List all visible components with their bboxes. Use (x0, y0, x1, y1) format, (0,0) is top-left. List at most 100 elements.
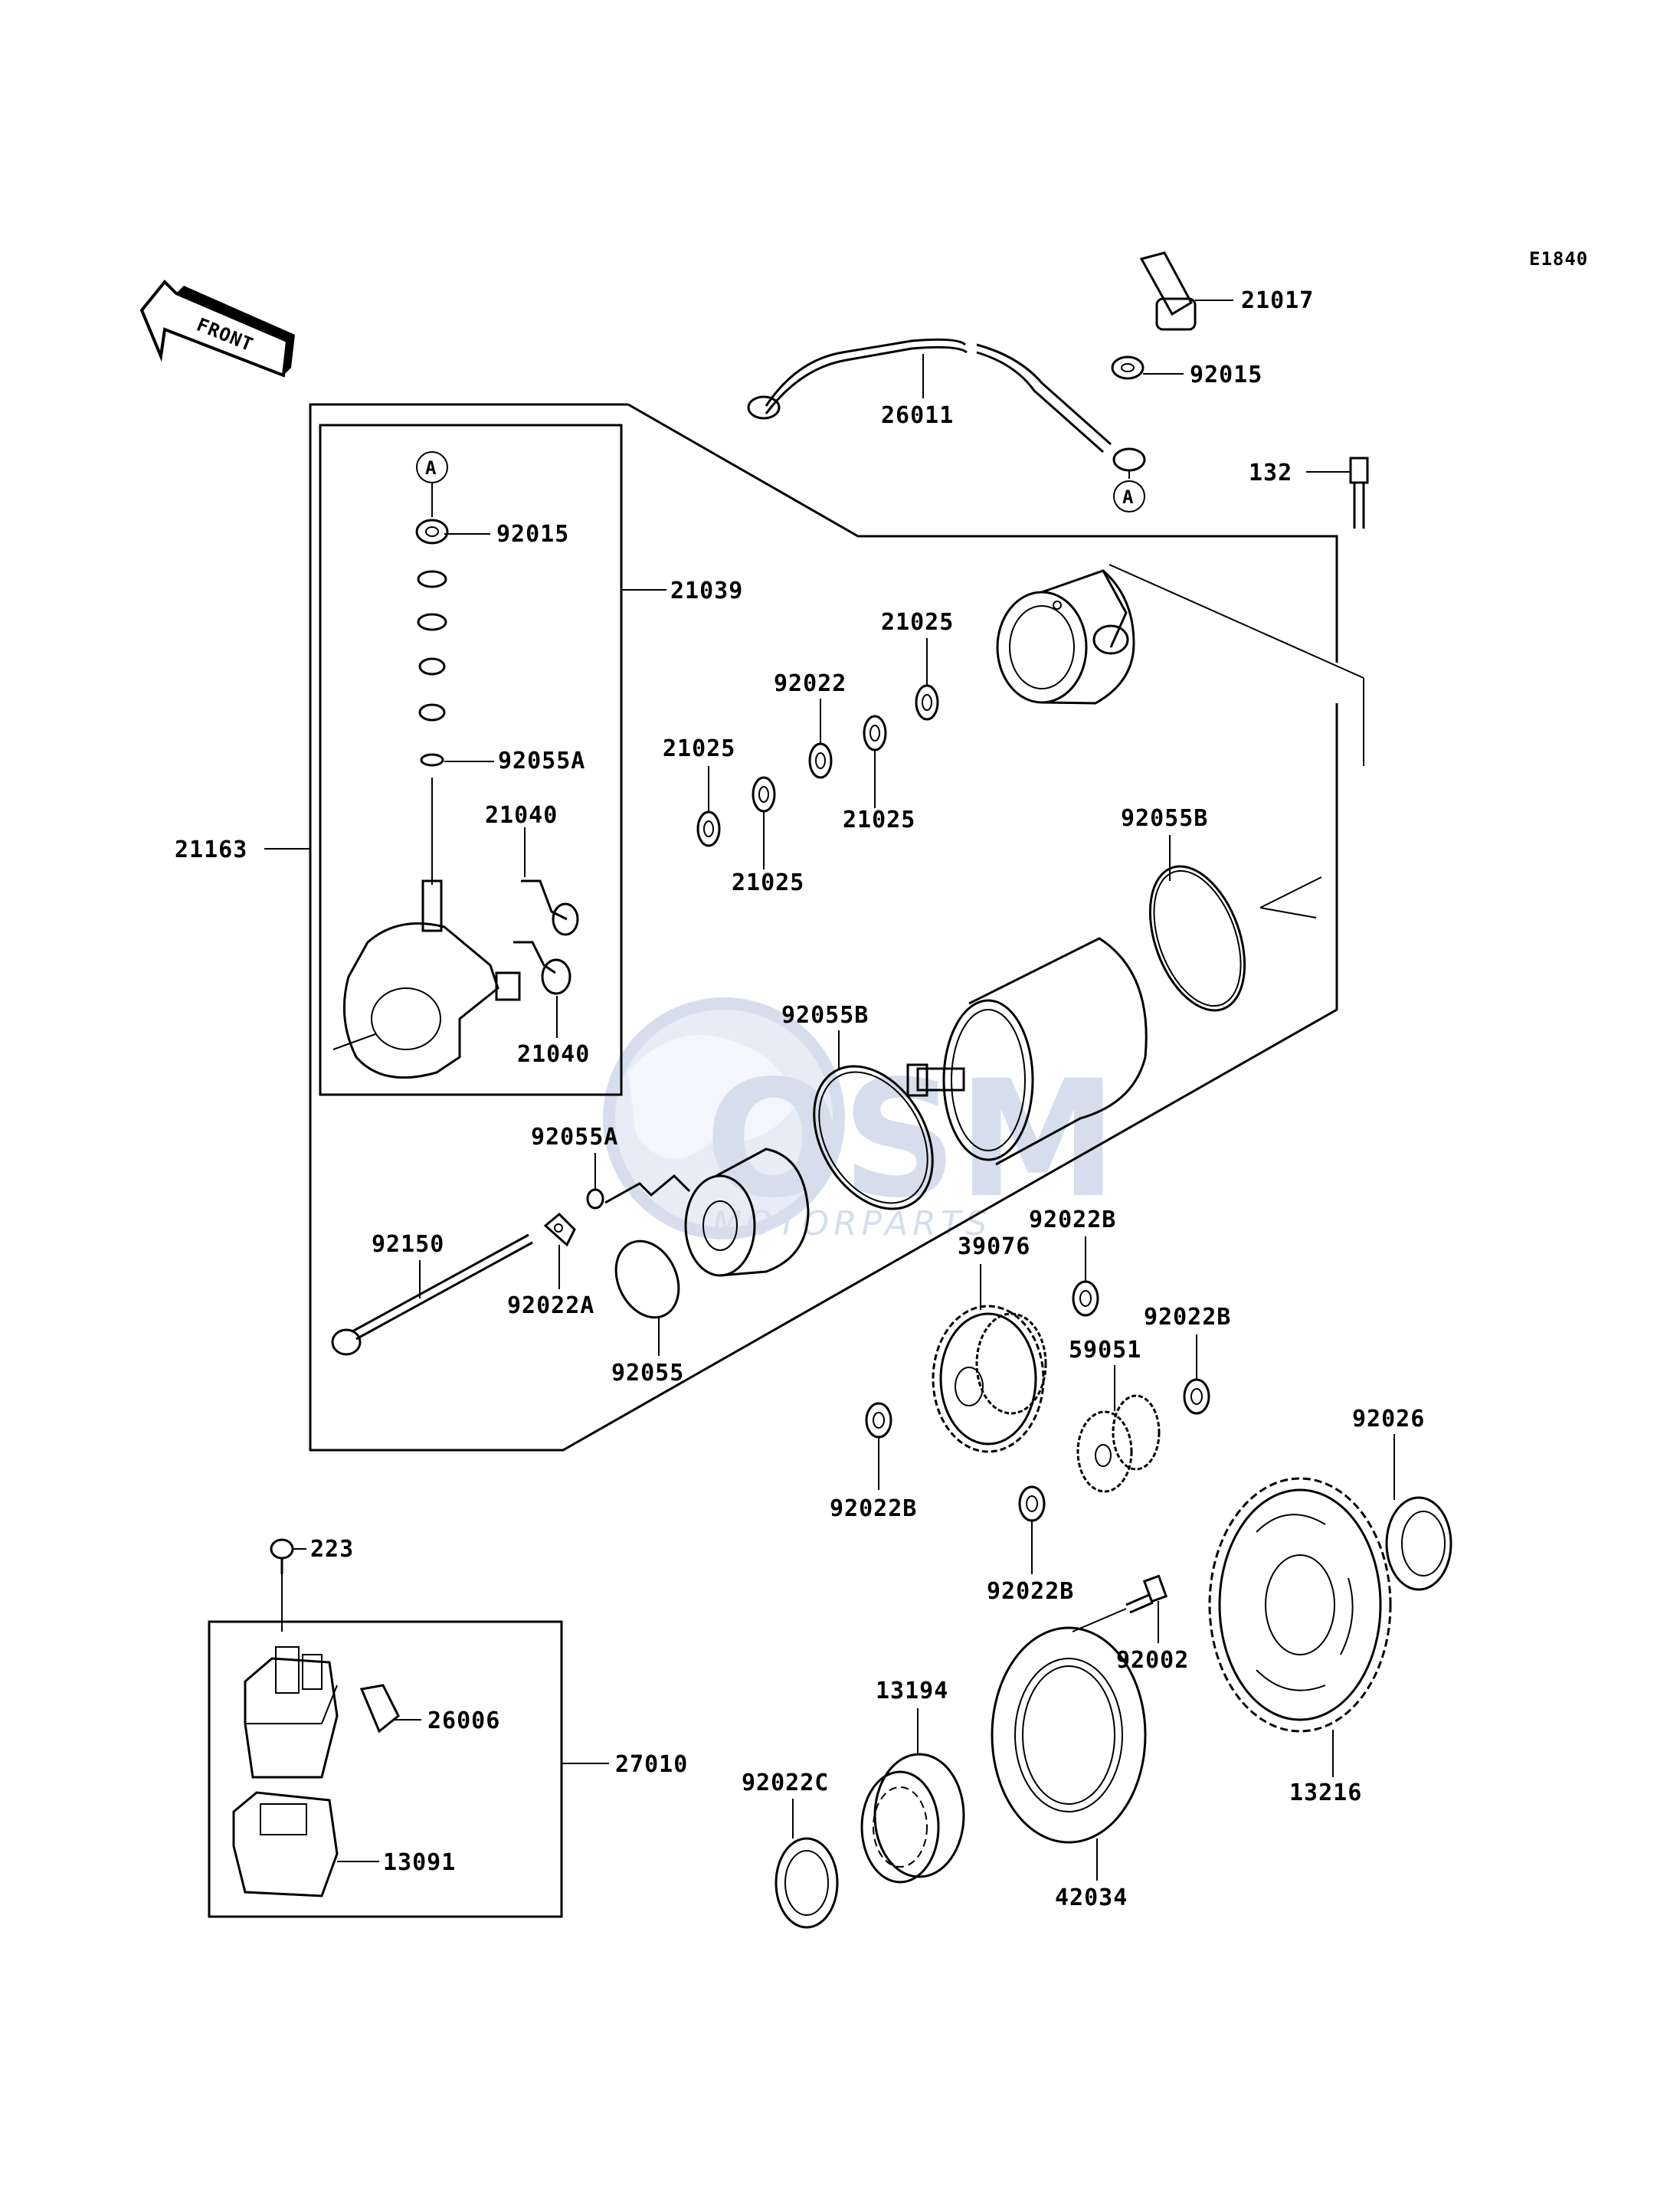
part-label-21025-d[interactable]: 21025 (663, 735, 735, 762)
part-label-223[interactable]: 223 (310, 1536, 354, 1563)
part-label-92055[interactable]: 92055 (611, 1360, 684, 1387)
watermark-brand: OSM (705, 1046, 1118, 1233)
part-label-26006[interactable]: 26006 (427, 1708, 500, 1734)
washer-92022B-b-icon (1183, 1334, 1210, 1415)
part-label-21025-b[interactable]: 21025 (843, 807, 915, 833)
one-way-clutch-13194-icon (860, 1708, 965, 1884)
washer-21025-b-icon (863, 715, 887, 751)
bolt-92002-icon (1072, 1574, 1168, 1643)
part-label-92015-box[interactable]: 92015 (496, 521, 569, 548)
oring-92055B-b-icon (813, 1030, 934, 1210)
washer-92022B-d-icon (1018, 1485, 1046, 1574)
assembly-frame-top (627, 403, 1338, 663)
svg-text:A: A (425, 457, 437, 479)
watermark: OSM MOTORPARTS (603, 997, 1118, 1243)
diagram-code: E1840 (1529, 248, 1588, 270)
idle-gear-39076-icon (932, 1264, 1047, 1453)
starter-clutch-gear-13216-icon (1208, 1477, 1392, 1777)
part-label-92015-top[interactable]: 92015 (1190, 362, 1262, 388)
callout-a-box: A (416, 451, 448, 517)
brush-spring-21040-b-icon (513, 941, 571, 995)
part-label-39076[interactable]: 39076 (958, 1233, 1030, 1260)
washer-92022B-c-icon (865, 1402, 892, 1490)
oring-92055A-icon (420, 753, 444, 767)
front-arrow-icon: FRONT (139, 280, 295, 378)
part-label-21025-c[interactable]: 21025 (732, 869, 804, 896)
washer-hole (703, 820, 714, 837)
oring-92055A-icon (586, 1153, 604, 1210)
motor-yoke-icon (906, 876, 1322, 1166)
part-label-21017[interactable]: 21017 (1241, 287, 1314, 314)
part-label-92022B-a[interactable]: 92022B (1029, 1207, 1116, 1233)
washer-icon (417, 570, 447, 588)
washer-21025-d-icon (696, 810, 721, 847)
part-label-13091[interactable]: 13091 (383, 1849, 456, 1876)
frame-diagonal (1109, 564, 1364, 679)
part-label-42034[interactable]: 42034 (1055, 1884, 1128, 1911)
nut-92015-top-icon (1111, 355, 1184, 380)
washer-hole (869, 725, 880, 742)
brush-holder-box (319, 424, 623, 1096)
washer-92022C-icon (775, 1799, 839, 1929)
part-label-21163[interactable]: 21163 (175, 837, 247, 863)
fuse-26006-icon (359, 1684, 421, 1734)
part-label-92055B-a[interactable]: 92055B (1121, 805, 1208, 832)
nut-92015-box-icon (415, 519, 449, 545)
part-label-21039[interactable]: 21039 (670, 578, 743, 604)
part-label-13216[interactable]: 13216 (1289, 1780, 1362, 1806)
oil-seal-92026-icon (1385, 1434, 1452, 1591)
part-label-92055B-b[interactable]: 92055B (781, 1002, 869, 1029)
washer-icon (418, 703, 446, 722)
starter-relay-icon (244, 1646, 339, 1779)
oring-92055B-a-icon (1148, 835, 1246, 1012)
part-label-92022B-b[interactable]: 92022B (1144, 1304, 1231, 1331)
washer-21025-c-icon (752, 776, 776, 813)
washer-icon (418, 657, 446, 676)
washer-92022A-icon (543, 1212, 576, 1289)
washer-92022B-a-icon (1072, 1236, 1099, 1317)
starter-front-cover-icon (604, 1148, 810, 1277)
oring-92055-icon (614, 1239, 680, 1356)
washer-hole (758, 786, 769, 803)
washer-hole (922, 694, 932, 711)
screw-223-icon (270, 1538, 306, 1632)
callout-a-cable: A (1113, 471, 1145, 512)
part-label-21040-a[interactable]: 21040 (485, 802, 558, 829)
washer-icon (417, 613, 447, 631)
part-label-92002[interactable]: 92002 (1116, 1647, 1189, 1674)
part-label-21025-a[interactable]: 21025 (881, 609, 954, 636)
part-label-21040-b[interactable]: 21040 (517, 1041, 590, 1068)
part-label-92022C[interactable]: 92022C (742, 1770, 829, 1796)
part-label-92055A[interactable]: 92055A (531, 1124, 618, 1151)
part-label-132[interactable]: 132 (1249, 460, 1292, 486)
part-label-92150[interactable]: 92150 (372, 1231, 444, 1258)
assembly-frame-21163 (309, 403, 1338, 1452)
idle-gear-59051-icon (1076, 1365, 1161, 1493)
cable-26011-icon (747, 338, 1146, 472)
part-label-92022[interactable]: 92022 (774, 670, 847, 697)
part-label-92022B-c[interactable]: 92022B (830, 1495, 917, 1522)
terminal-cap-21017-icon (1139, 251, 1233, 331)
relay-cover-13091-icon (232, 1791, 379, 1897)
svg-text:A: A (1122, 486, 1134, 508)
part-label-27010[interactable]: 27010 (615, 1751, 688, 1778)
washer-21025-a-icon (915, 684, 939, 721)
part-label-26011[interactable]: 26011 (881, 402, 954, 429)
part-label-92055A-box[interactable]: 92055A (498, 748, 585, 774)
through-bolt-92150-icon (331, 1233, 533, 1356)
part-label-13194[interactable]: 13194 (876, 1678, 948, 1704)
starter-rear-cover-icon (996, 569, 1135, 705)
relay-box-27010 (208, 1620, 563, 1918)
washer-92022-icon (808, 742, 833, 779)
part-label-92022B-d[interactable]: 92022B (987, 1578, 1074, 1605)
brush-plate-icon (332, 778, 521, 1079)
starter-clutch-42034-icon (991, 1626, 1147, 1881)
part-label-92022A[interactable]: 92022A (507, 1292, 594, 1319)
washer-hole (815, 752, 826, 769)
part-label-59051[interactable]: 59051 (1069, 1337, 1141, 1364)
brush-spring-21040-a-icon (521, 879, 579, 936)
watermark-sub: MOTORPARTS (712, 1204, 992, 1243)
part-label-92026[interactable]: 92026 (1352, 1406, 1425, 1432)
bolt-132-icon (1306, 457, 1369, 529)
